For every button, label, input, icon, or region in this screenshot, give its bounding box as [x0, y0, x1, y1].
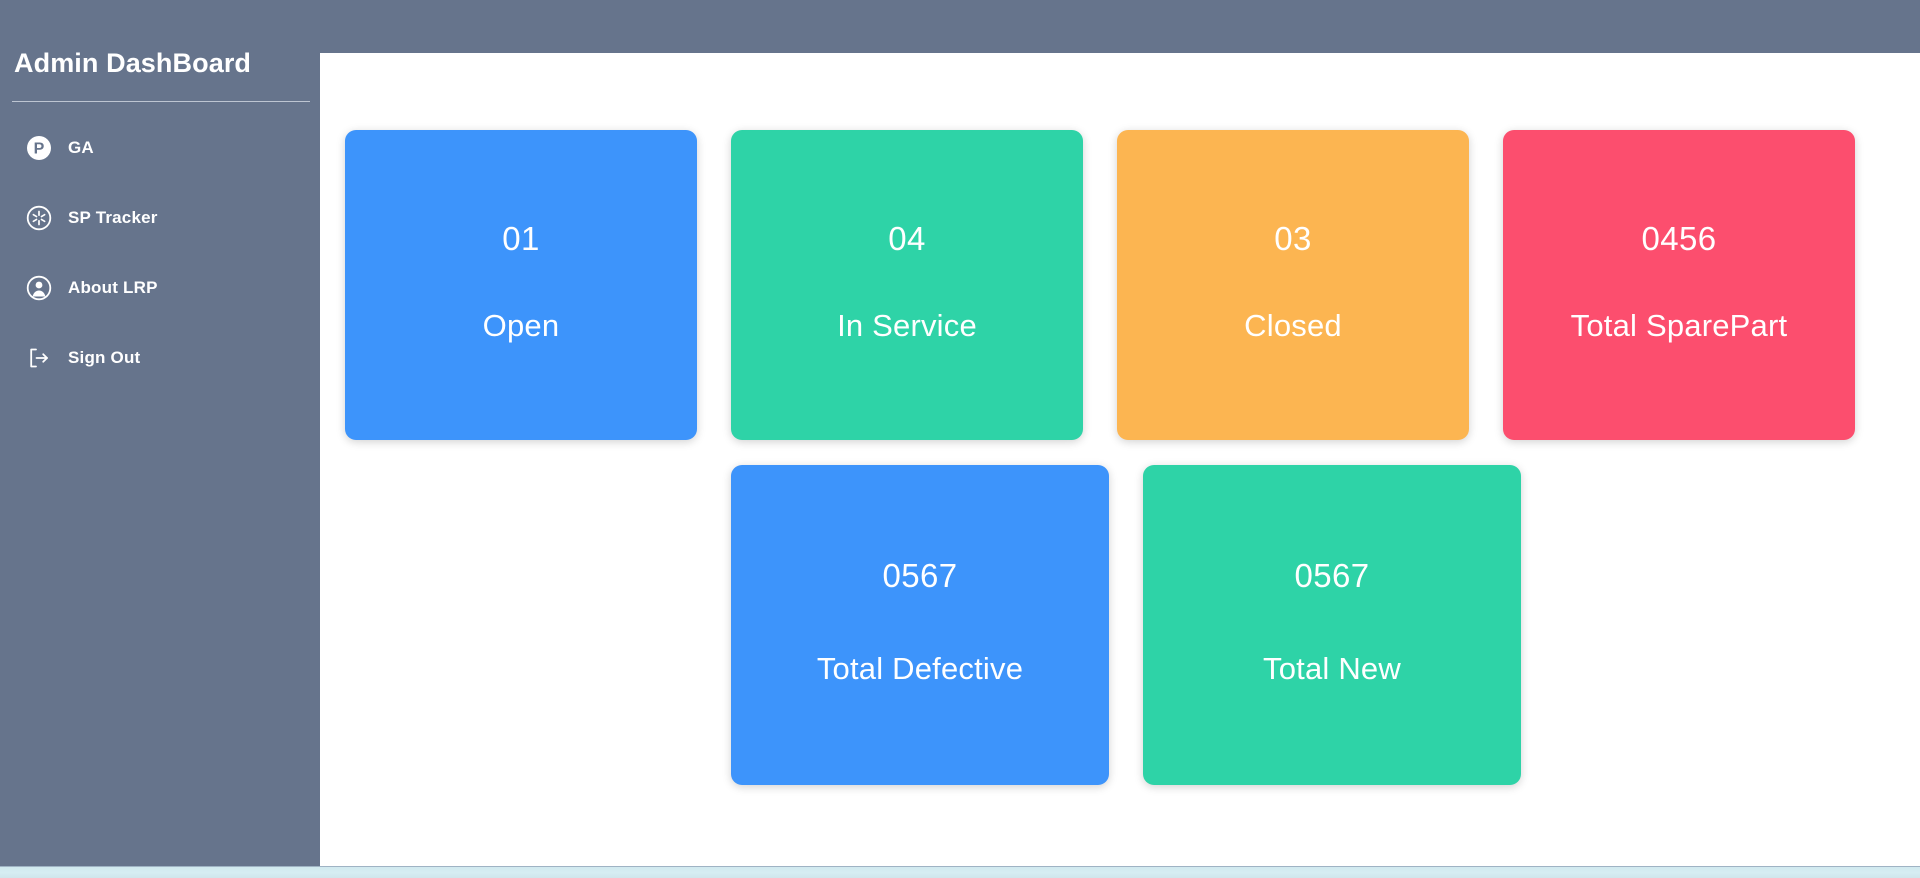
stat-card-value: 0567	[882, 557, 958, 595]
stat-card-label: Open	[482, 307, 560, 343]
top-header-bar	[0, 0, 1920, 53]
sidebar-item-label: Sign Out	[68, 348, 141, 367]
sidebar-item-sp-tracker[interactable]: SP Tracker	[0, 201, 320, 235]
sidebar-item-sign-out[interactable]: Sign Out	[0, 341, 320, 375]
svg-text:P: P	[34, 141, 45, 158]
sidebar-nav: P GA SP Trac	[0, 131, 320, 411]
stat-card-value: 0567	[1294, 557, 1370, 595]
sidebar-divider	[12, 101, 310, 102]
stat-card-value: 04	[888, 220, 926, 258]
stat-card-label: Closed	[1244, 307, 1342, 343]
parking-circle-icon: P	[24, 133, 54, 163]
stat-card-label: Total New	[1263, 650, 1401, 686]
stat-card-label: In Service	[837, 307, 977, 343]
stat-card-value: 01	[502, 220, 540, 258]
sidebar-item-label: SP Tracker	[68, 208, 158, 227]
stat-card-row: 01 Open 04 In Service 03 Closed 0456 Tot…	[345, 130, 1855, 440]
stat-card-in-service[interactable]: 04 In Service	[731, 130, 1083, 440]
sidebar-item-label: About LRP	[68, 278, 158, 297]
stat-card-label: Total Defective	[816, 650, 1024, 686]
sidebar-item-about-lrp[interactable]: About LRP	[0, 271, 320, 305]
stat-card-closed[interactable]: 03 Closed	[1117, 130, 1469, 440]
stat-card-open[interactable]: 01 Open	[345, 130, 697, 440]
main-content: 01 Open 04 In Service 03 Closed 0456 Tot…	[320, 53, 1920, 866]
stat-card-row: 0567 Total Defective 0567 Total New	[731, 465, 1521, 785]
stat-card-value: 03	[1274, 220, 1312, 258]
stat-card-label: Total SparePart	[1570, 307, 1788, 343]
stat-card-total-sparepart[interactable]: 0456 Total SparePart	[1503, 130, 1855, 440]
snowflake-circle-icon	[24, 203, 54, 233]
stat-card-value: 0456	[1641, 220, 1717, 258]
bottom-strip	[0, 866, 1920, 878]
sign-out-icon	[24, 343, 54, 373]
bottom-strip-hairline	[0, 866, 1920, 867]
sidebar-item-ga[interactable]: P GA	[0, 131, 320, 165]
stat-card-total-defective[interactable]: 0567 Total Defective	[731, 465, 1109, 785]
sidebar: Admin DashBoard P GA	[0, 0, 320, 866]
stat-card-total-new[interactable]: 0567 Total New	[1143, 465, 1521, 785]
sidebar-title: Admin DashBoard	[14, 48, 252, 78]
sidebar-item-label: GA	[68, 138, 94, 157]
user-circle-icon	[24, 273, 54, 303]
